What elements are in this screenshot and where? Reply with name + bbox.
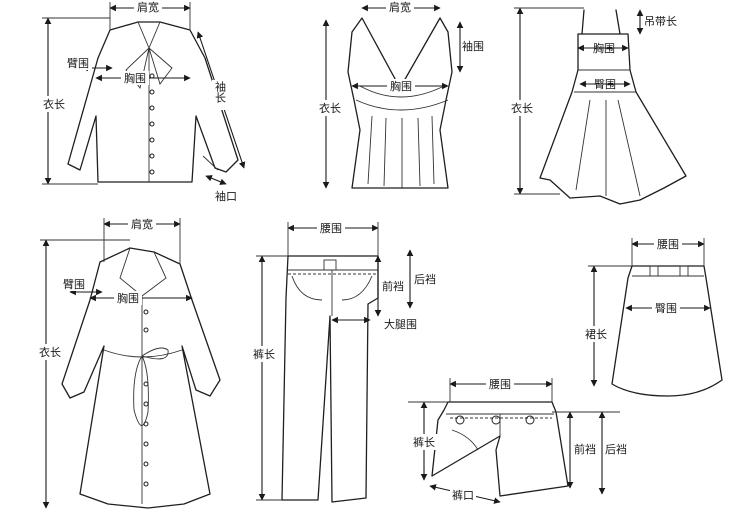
dress-hip-label: 臀围 <box>594 78 616 91</box>
shorts-length-label: 裤长 <box>413 435 435 449</box>
pants-front-rise-label: 前裆 <box>382 279 404 293</box>
pants-thigh-label: 大腿围 <box>384 317 417 331</box>
shorts-front-rise-label: 前裆 <box>574 442 596 456</box>
shorts-figure <box>431 401 569 497</box>
pants-back-rise-label: 后裆 <box>414 273 436 286</box>
dress-chest-label: 胸围 <box>593 41 615 55</box>
coat-figure <box>61 247 221 509</box>
pants-waist-label: 腰围 <box>320 222 342 235</box>
skirt-length-label: 裙长 <box>585 328 607 341</box>
pants-length-label: 裤长 <box>253 347 275 361</box>
skirt-figure <box>611 265 723 397</box>
shirt-cuff-label: 袖口 <box>215 189 237 203</box>
tank-top-figure <box>347 17 453 189</box>
shirt-length-label: 衣长 <box>43 97 65 111</box>
tank-armhole-label: 袖围 <box>462 39 484 53</box>
skirt-waist-label: 腰围 <box>657 238 679 251</box>
tank-length-label: 衣长 <box>319 101 341 115</box>
tank-shoulder-label: 肩宽 <box>389 0 411 14</box>
skirt-hip-label: 臀围 <box>655 302 677 315</box>
tank-chest-label: 胸围 <box>390 79 412 93</box>
shirt-shoulder-label: 肩宽 <box>137 0 159 14</box>
shirt-sleeve-label: 袖长 <box>214 80 227 103</box>
dress-length-label: 衣长 <box>511 101 533 115</box>
coat-length-label: 衣长 <box>39 345 61 359</box>
strap-dress-figure <box>539 9 687 205</box>
shorts-leg-opening-label: 裤口 <box>452 488 474 502</box>
coat-chest-label: 胸围 <box>117 291 139 305</box>
coat-arm-label: 臂围 <box>63 278 85 291</box>
shirt-arm-label: 臂围 <box>67 57 89 70</box>
coat-shoulder-label: 肩宽 <box>131 217 153 231</box>
dress-strap-label: 吊带长 <box>644 15 677 28</box>
shorts-back-rise-label: 后裆 <box>605 443 627 456</box>
pants-figure <box>281 255 379 503</box>
shirt-chest-label: 胸围 <box>124 71 146 85</box>
shorts-waist-label: 腰围 <box>489 378 511 391</box>
